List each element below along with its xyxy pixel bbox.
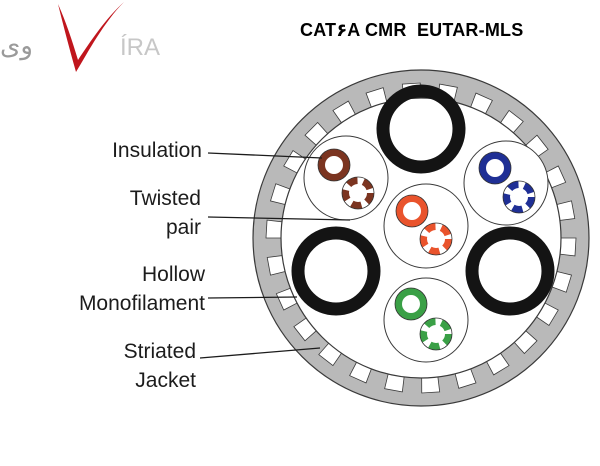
monofilament-right: [465, 226, 555, 316]
wire-striped-green: [420, 318, 452, 350]
jacket-notch: [265, 219, 283, 239]
wire-solid-blue: [479, 152, 511, 184]
monofilament-top: [376, 84, 466, 174]
pair-brown: [317, 148, 375, 210]
pair-enclosure-green: [383, 277, 469, 363]
label-hollow-monofilament: Hollow Monofilament: [79, 260, 205, 318]
wire-striped-outline-orange: [419, 222, 453, 256]
label-twisted-line2: pair: [165, 216, 201, 239]
label-hollow-line1: Hollow: [141, 263, 205, 286]
leader-striated-jacket: [199, 347, 321, 359]
label-insulation-text: Insulation: [112, 139, 202, 162]
label-striated-line2: Jacket: [135, 369, 196, 392]
pair-orange: [395, 194, 453, 256]
twisted-pairs: [317, 148, 536, 351]
pair-enclosure-brown: [303, 135, 389, 221]
wire-striped-blue: [503, 181, 535, 213]
logo-mark-icon: [58, 2, 124, 72]
pair-enclosure-blue: [463, 140, 549, 226]
wire-solid-outline-blue: [478, 151, 512, 185]
wire-striped-outline-green: [419, 317, 453, 351]
wire-solid-outline-brown: [317, 148, 351, 182]
logo-latin-text: ÍRA: [120, 34, 161, 61]
wire-solid-outline-orange: [395, 194, 429, 228]
pair-green: [394, 287, 453, 351]
label-insulation: Insulation: [112, 136, 202, 165]
wire-striped-brown: [342, 177, 374, 209]
label-hollow-line2: Monofilament: [78, 292, 205, 315]
monofilament-left: [291, 226, 381, 316]
label-twisted-line1: Twisted: [129, 187, 201, 210]
diagram-title: CAT۶A CMR EUTAR-MLS: [300, 20, 524, 40]
wire-solid-green: [395, 288, 427, 320]
logo-checkmark: [58, 2, 124, 72]
wire-striped-outline-brown: [341, 176, 375, 210]
logo-arabic-text: وی: [0, 30, 33, 60]
wire-solid-orange: [396, 195, 428, 227]
jacket-notch: [421, 376, 441, 394]
wire-solid-outline-green: [394, 287, 428, 321]
wire-striped-outline-blue: [502, 180, 536, 214]
leader-hollow-monofilament: [207, 296, 298, 299]
wire-solid-brown: [318, 149, 350, 181]
pair-enclosure-orange: [383, 183, 469, 269]
label-striated-line1: Striated: [123, 340, 196, 363]
wire-striped-orange: [420, 223, 452, 255]
jacket-notch: [559, 237, 577, 257]
label-twisted-pair: Twisted pair: [130, 184, 201, 242]
label-striated-jacket: Striated Jacket: [124, 337, 196, 395]
leader-twisted-pair: [207, 216, 351, 221]
pair-blue: [478, 151, 536, 214]
leader-insulation: [207, 152, 323, 159]
